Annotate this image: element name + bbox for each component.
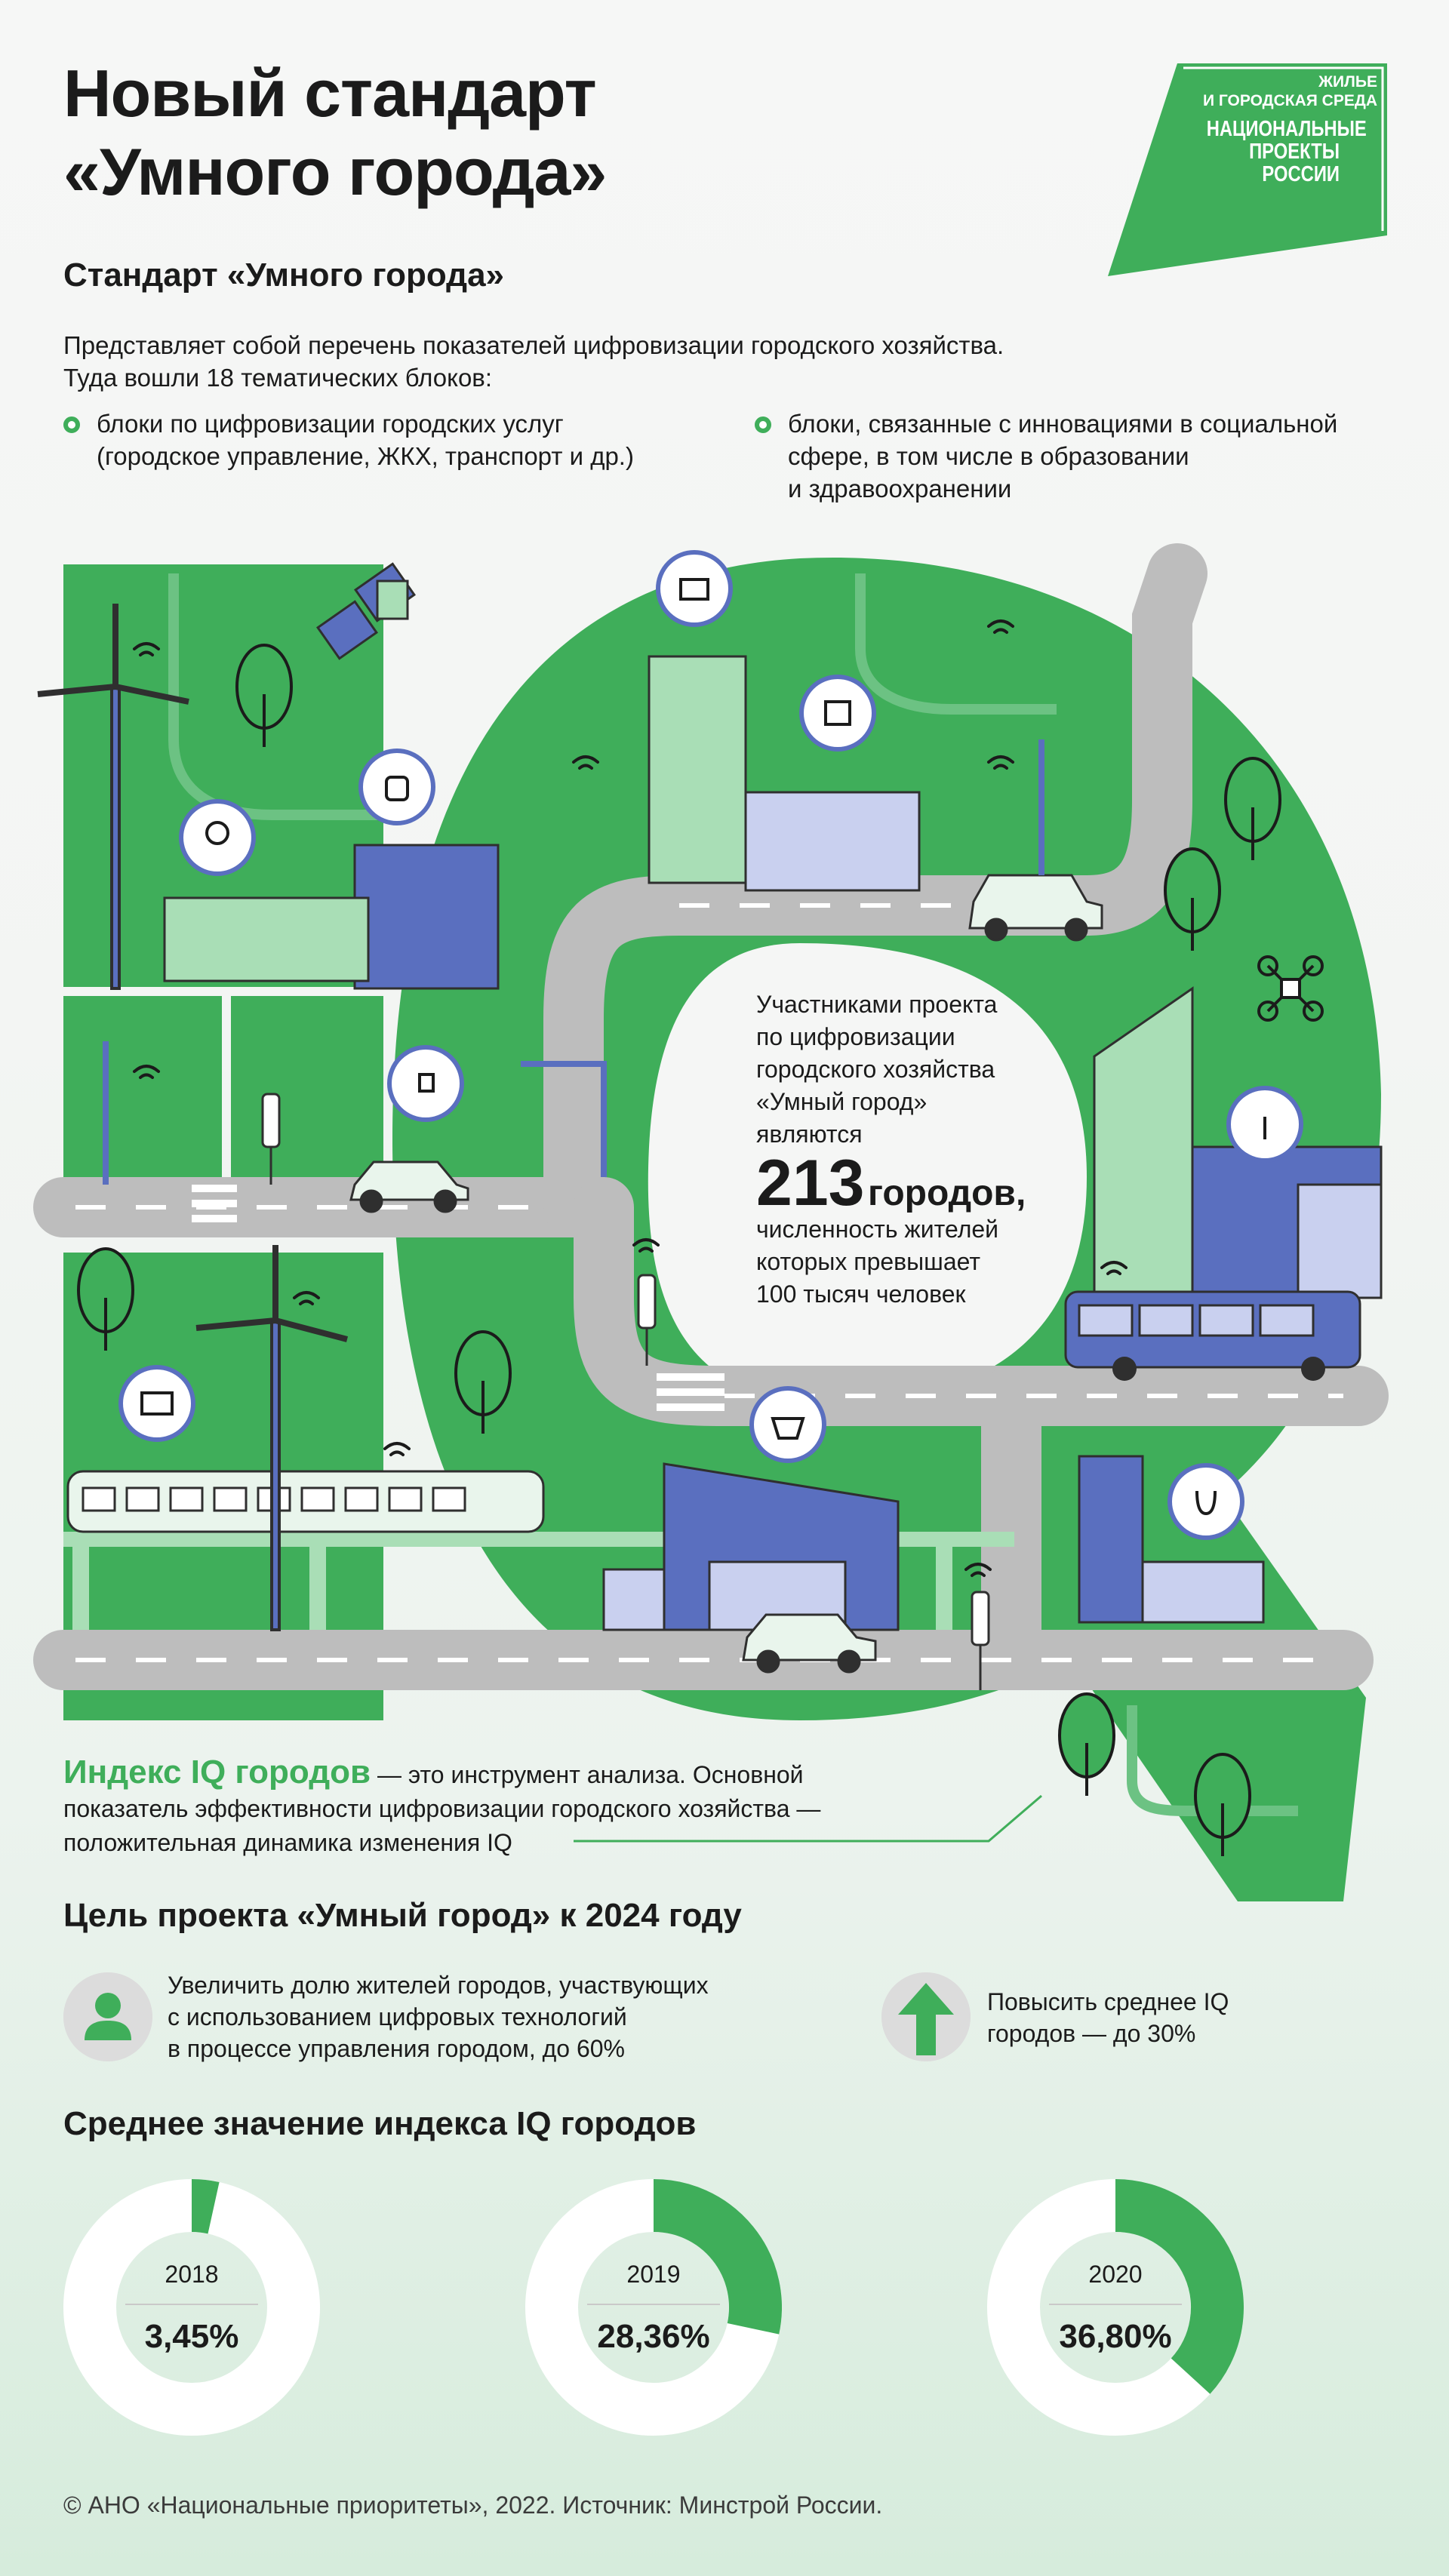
bullet-dot-icon	[63, 417, 80, 433]
average-iq-title: Среднее значение индекса IQ городов	[63, 2105, 697, 2142]
footer-copyright: © АНО «Национальные приоритеты», 2022. И…	[63, 2491, 883, 2519]
donut-arc-2019	[652, 2179, 782, 2335]
donut-value-2018: 3,45%	[144, 2318, 239, 2355]
smart-city-illustration	[33, 543, 1389, 1901]
donut-year-2018: 2018	[165, 2261, 219, 2288]
donut-year-2019: 2019	[626, 2261, 681, 2288]
donut-chart-2018	[63, 2179, 320, 2436]
trees	[77, 644, 1281, 1856]
drone-icon	[1257, 955, 1324, 1022]
donut-value-2020: 36,80%	[1059, 2318, 1172, 2355]
left-block-mid2	[231, 996, 383, 1192]
participants-count: 213 городов,	[756, 1145, 1026, 1221]
standard-subtitle: Стандарт «Умного города»	[63, 257, 505, 294]
goal-title: Цель проекта «Умный город» к 2024 году	[63, 1897, 742, 1934]
donut-divider	[125, 2304, 258, 2305]
service-pin-icons	[118, 550, 1303, 1540]
bullet-city-services: блоки по цифровизации городских услуг (г…	[97, 410, 634, 470]
left-block-mid	[63, 996, 222, 1192]
donut-arc-2018	[191, 2179, 220, 2234]
wifi-icons	[133, 619, 1128, 1577]
donut-divider	[1049, 2304, 1182, 2305]
donut-chart-2020	[987, 2179, 1244, 2436]
title-line-2: «Умного города»	[63, 134, 607, 209]
iq-index-heading: Индекс IQ городов	[63, 1754, 371, 1791]
arrow-up-icon	[881, 1972, 971, 2061]
logo-main-text: Национальные проекты России	[1206, 117, 1367, 186]
goal-residents-participation: Увеличить долю жителей городов, участвую…	[168, 1972, 709, 2062]
donut-value-2019: 28,36%	[597, 2318, 710, 2355]
standard-lead: Представляет собой перечень показателей …	[63, 331, 1004, 392]
q-inner-hole	[648, 943, 1087, 1403]
wind-turbines	[37, 604, 349, 1631]
satellite-icon	[315, 562, 417, 660]
page-title: Новый стандарт «Умного города»	[63, 54, 894, 211]
title-line-1: Новый стандарт	[63, 56, 597, 131]
donut-divider	[587, 2304, 720, 2305]
logo-top-text: Жилье и городская среда	[1202, 73, 1377, 109]
cities-count: 213	[756, 1147, 865, 1219]
donut-year-2020: 2020	[1088, 2261, 1143, 2288]
cars	[349, 874, 1103, 1674]
cities-word: городов,	[867, 1173, 1026, 1213]
iq-index-description: Индекс IQ городов — это инструмент анали…	[63, 1754, 821, 1856]
participants-intro: Участниками проекта по цифровизации горо…	[756, 991, 998, 1148]
bullet-social-innovation: блоки, связанные с инновациями в социаль…	[788, 410, 1338, 503]
participants-outro: численность жителей которых превышает 10…	[756, 1216, 999, 1308]
person-icon	[63, 1972, 152, 2061]
bullet-dot-icon	[755, 417, 771, 433]
national-projects-logo	[1108, 63, 1387, 276]
donut-arc-2020	[1115, 2179, 1244, 2394]
donut-chart-2019	[525, 2179, 782, 2436]
goal-average-iq: Повысить среднее IQ городов — до 30%	[987, 1988, 1229, 2047]
